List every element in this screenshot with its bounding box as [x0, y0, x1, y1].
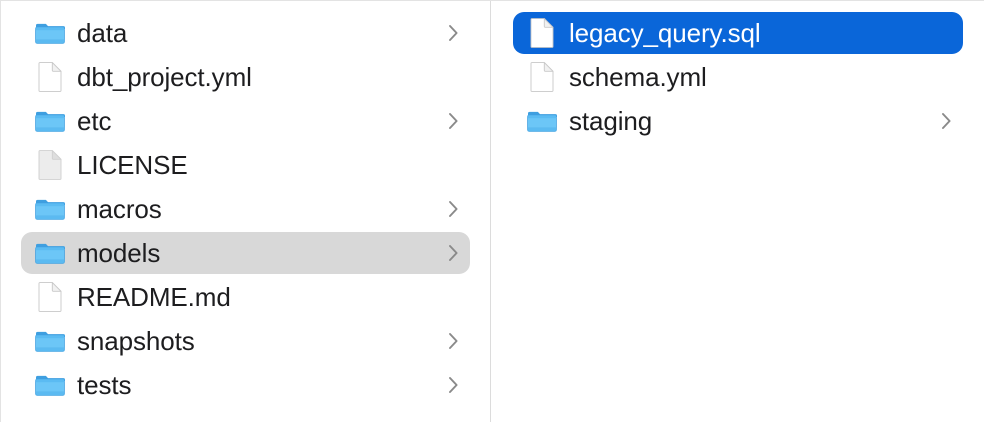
- folder-icon: [527, 105, 557, 137]
- finder-folder-row[interactable]: macros: [21, 187, 470, 231]
- finder-column-1: legacy_query.sql schema.yml staging: [492, 1, 984, 422]
- document-icon: [527, 61, 557, 93]
- chevron-right-icon[interactable]: [446, 243, 460, 263]
- folder-icon: [35, 369, 65, 401]
- finder-file-row[interactable]: schema.yml: [513, 55, 963, 99]
- folder-icon: [35, 237, 65, 269]
- item-name-label: staging: [569, 106, 653, 136]
- finder-folder-row[interactable]: staging: [513, 99, 963, 143]
- chevron-right-icon[interactable]: [446, 111, 460, 131]
- chevron-right-icon[interactable]: [446, 331, 460, 351]
- finder-folder-row[interactable]: tests: [21, 363, 470, 407]
- item-name-label: legacy_query.sql: [569, 18, 761, 48]
- item-name-label: README.md: [77, 282, 231, 312]
- item-name-label: schema.yml: [569, 62, 707, 92]
- chevron-right-icon[interactable]: [446, 23, 460, 43]
- item-name-label: dbt_project.yml: [77, 62, 252, 92]
- finder-file-row[interactable]: LICENSE: [21, 143, 470, 187]
- item-name-label: data: [77, 18, 128, 48]
- finder-file-row[interactable]: legacy_query.sql: [513, 11, 963, 55]
- item-name-label: tests: [77, 370, 132, 400]
- finder-file-row[interactable]: README.md: [21, 275, 470, 319]
- item-name-label: etc: [77, 106, 112, 136]
- item-name-label: LICENSE: [77, 150, 188, 180]
- finder-folder-row[interactable]: snapshots: [21, 319, 470, 363]
- document-icon: [35, 61, 65, 93]
- finder-folder-row[interactable]: models: [21, 231, 470, 275]
- finder-column-1-list: legacy_query.sql schema.yml staging: [492, 1, 984, 143]
- folder-icon: [35, 17, 65, 49]
- generic-file-icon: [35, 149, 65, 181]
- finder-file-row[interactable]: dbt_project.yml: [21, 55, 470, 99]
- item-name-label: macros: [77, 194, 162, 224]
- document-icon: [35, 281, 65, 313]
- folder-icon: [35, 105, 65, 137]
- chevron-right-icon[interactable]: [446, 375, 460, 395]
- row-selection-background: [513, 12, 963, 54]
- chevron-right-icon[interactable]: [446, 199, 460, 219]
- folder-icon: [35, 193, 65, 225]
- folder-icon: [35, 325, 65, 357]
- item-name-label: snapshots: [77, 326, 195, 356]
- chevron-right-icon[interactable]: [939, 111, 953, 131]
- finder-folder-row[interactable]: data: [21, 11, 470, 55]
- item-name-label: models: [77, 238, 161, 268]
- document-icon: [527, 17, 557, 49]
- finder-folder-row[interactable]: etc: [21, 99, 470, 143]
- row-selection-background: [21, 232, 470, 274]
